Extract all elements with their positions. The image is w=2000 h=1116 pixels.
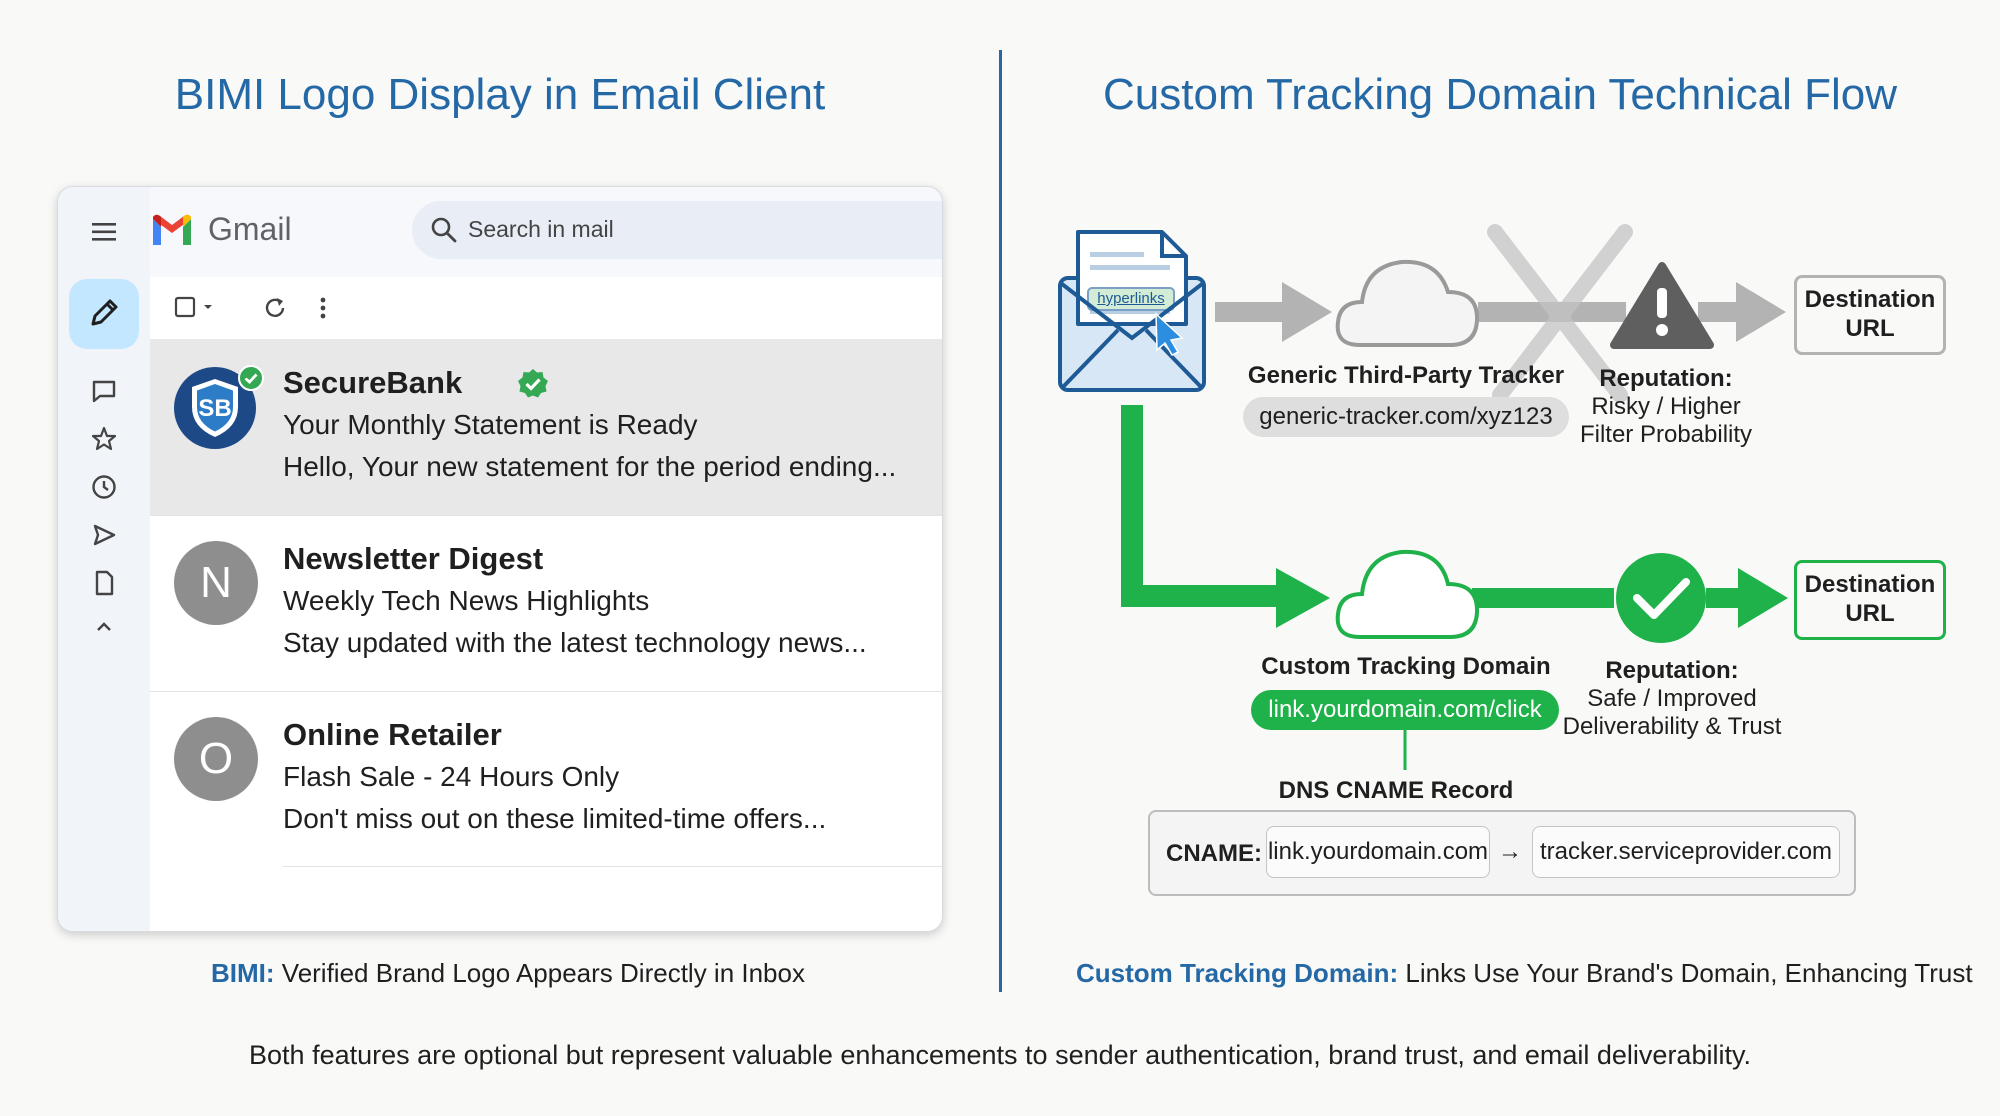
custom-domain-caption-text: Links Use Your Brand's Domain, Enhancing…	[1405, 958, 1973, 988]
gmail-window: Gmail Search in mail	[57, 186, 943, 932]
bimi-caption-text: Verified Brand Logo Appears Directly in …	[281, 958, 805, 988]
custom-domain-cloud-icon	[1335, 549, 1480, 639]
right-title: Custom Tracking Domain Technical Flow	[1103, 70, 1897, 119]
generic-destination-line2: URL	[1845, 315, 1895, 342]
email-sender: SecureBank	[283, 365, 463, 400]
gmail-logo-icon	[150, 213, 194, 247]
email-snippet: Don't miss out on these limited-time off…	[283, 803, 827, 834]
custom-reputation-label: Reputation:	[1605, 657, 1739, 684]
bimi-caption-label: BIMI:	[211, 958, 275, 988]
dns-record-title: DNS CNAME Record	[1278, 777, 1514, 804]
warning-icon	[1610, 262, 1714, 349]
email-snippet: Stay updated with the latest technology …	[283, 627, 867, 658]
generic-tracker-url: generic-tracker.com/xyz123	[1243, 397, 1569, 437]
select-all-checkbox[interactable]	[174, 295, 222, 324]
custom-destination-line2: URL	[1845, 600, 1895, 627]
chevron-up-icon[interactable]	[92, 617, 116, 642]
svg-text:SB: SB	[198, 395, 231, 422]
custom-domain-url: link.yourdomain.com/click	[1251, 690, 1559, 730]
generic-reputation-line1: Risky / Higher	[1591, 393, 1741, 420]
hyperlinks-label: hyperlinks	[1097, 290, 1165, 307]
custom-destination-line1: Destination	[1804, 571, 1936, 599]
avatar: O	[174, 717, 258, 801]
checkmark-circle-icon	[1616, 553, 1706, 643]
more-options-icon[interactable]	[318, 295, 328, 326]
email-subject: Flash Sale - 24 Hours Only	[283, 761, 620, 792]
cname-arrow: →	[1498, 838, 1522, 865]
list-divider	[283, 866, 942, 867]
generic-destination-line1: Destination	[1804, 286, 1936, 314]
custom-path-arrows	[1121, 405, 1788, 770]
verified-check-icon	[516, 367, 550, 406]
clock-icon[interactable]	[90, 473, 118, 506]
bimi-shield-logo-icon: SB	[172, 365, 258, 456]
mail-toolbar	[150, 277, 942, 339]
cname-label: CNAME:	[1166, 840, 1262, 867]
pencil-icon	[91, 299, 118, 326]
email-subject: Weekly Tech News Highlights	[283, 585, 650, 616]
generic-reputation-label: Reputation:	[1599, 365, 1733, 392]
email-envelope-icon	[1058, 230, 1206, 392]
email-row[interactable]: N Newsletter Digest Weekly Tech News Hig…	[150, 515, 942, 692]
search-icon	[430, 216, 458, 249]
bimi-caption: BIMI: Verified Brand Logo Appears Direct…	[211, 958, 805, 989]
generic-tracker-name: Generic Third-Party Tracker	[1247, 362, 1565, 389]
email-sender: Newsletter Digest	[283, 541, 544, 576]
email-row[interactable]: O Online Retailer Flash Sale - 24 Hours …	[150, 691, 942, 867]
send-icon[interactable]	[90, 521, 118, 554]
cname-record-box: CNAME: link.yourdomain.com → tracker.ser…	[1148, 810, 1856, 896]
blocked-x-icon	[1487, 224, 1633, 403]
email-subject: Your Monthly Statement is Ready	[283, 409, 698, 440]
gmail-app-name: Gmail	[208, 211, 292, 247]
left-title: BIMI Logo Display in Email Client	[174, 70, 826, 119]
search-input[interactable]: Search in mail	[412, 201, 942, 259]
section-divider	[999, 50, 1002, 992]
custom-domain-name: Custom Tracking Domain	[1261, 653, 1551, 680]
refresh-icon[interactable]	[262, 295, 288, 326]
custom-domain-caption-label: Custom Tracking Domain:	[1076, 958, 1399, 988]
avatar: N	[174, 541, 258, 625]
menu-icon[interactable]	[90, 219, 120, 245]
avatar-verified-badge-icon	[238, 365, 264, 396]
cname-to-field: tracker.serviceprovider.com	[1532, 826, 1840, 878]
custom-reputation-line2: Deliverability & Trust	[1562, 713, 1782, 740]
star-icon[interactable]	[90, 425, 118, 458]
email-sender: Online Retailer	[283, 717, 502, 752]
generic-tracker-cloud-icon	[1335, 259, 1480, 347]
search-placeholder: Search in mail	[468, 216, 614, 242]
compose-button[interactable]	[69, 279, 139, 349]
email-list: SB SecureBank Your Monthly Statement is …	[150, 339, 942, 931]
cname-from-field: link.yourdomain.com	[1266, 826, 1490, 878]
custom-domain-caption: Custom Tracking Domain: Links Use Your B…	[1076, 958, 1973, 989]
custom-reputation-line1: Safe / Improved	[1587, 685, 1757, 712]
flow-graphics	[1058, 224, 1788, 770]
footer-note: Both features are optional but represent…	[249, 1040, 1751, 1070]
email-row[interactable]: SB SecureBank Your Monthly Statement is …	[150, 339, 942, 516]
email-snippet: Hello, Your new statement for the period…	[283, 451, 897, 482]
chat-icon[interactable]	[90, 377, 118, 410]
generic-reputation-line2: Filter Probability	[1579, 421, 1753, 448]
file-icon[interactable]	[90, 569, 118, 602]
